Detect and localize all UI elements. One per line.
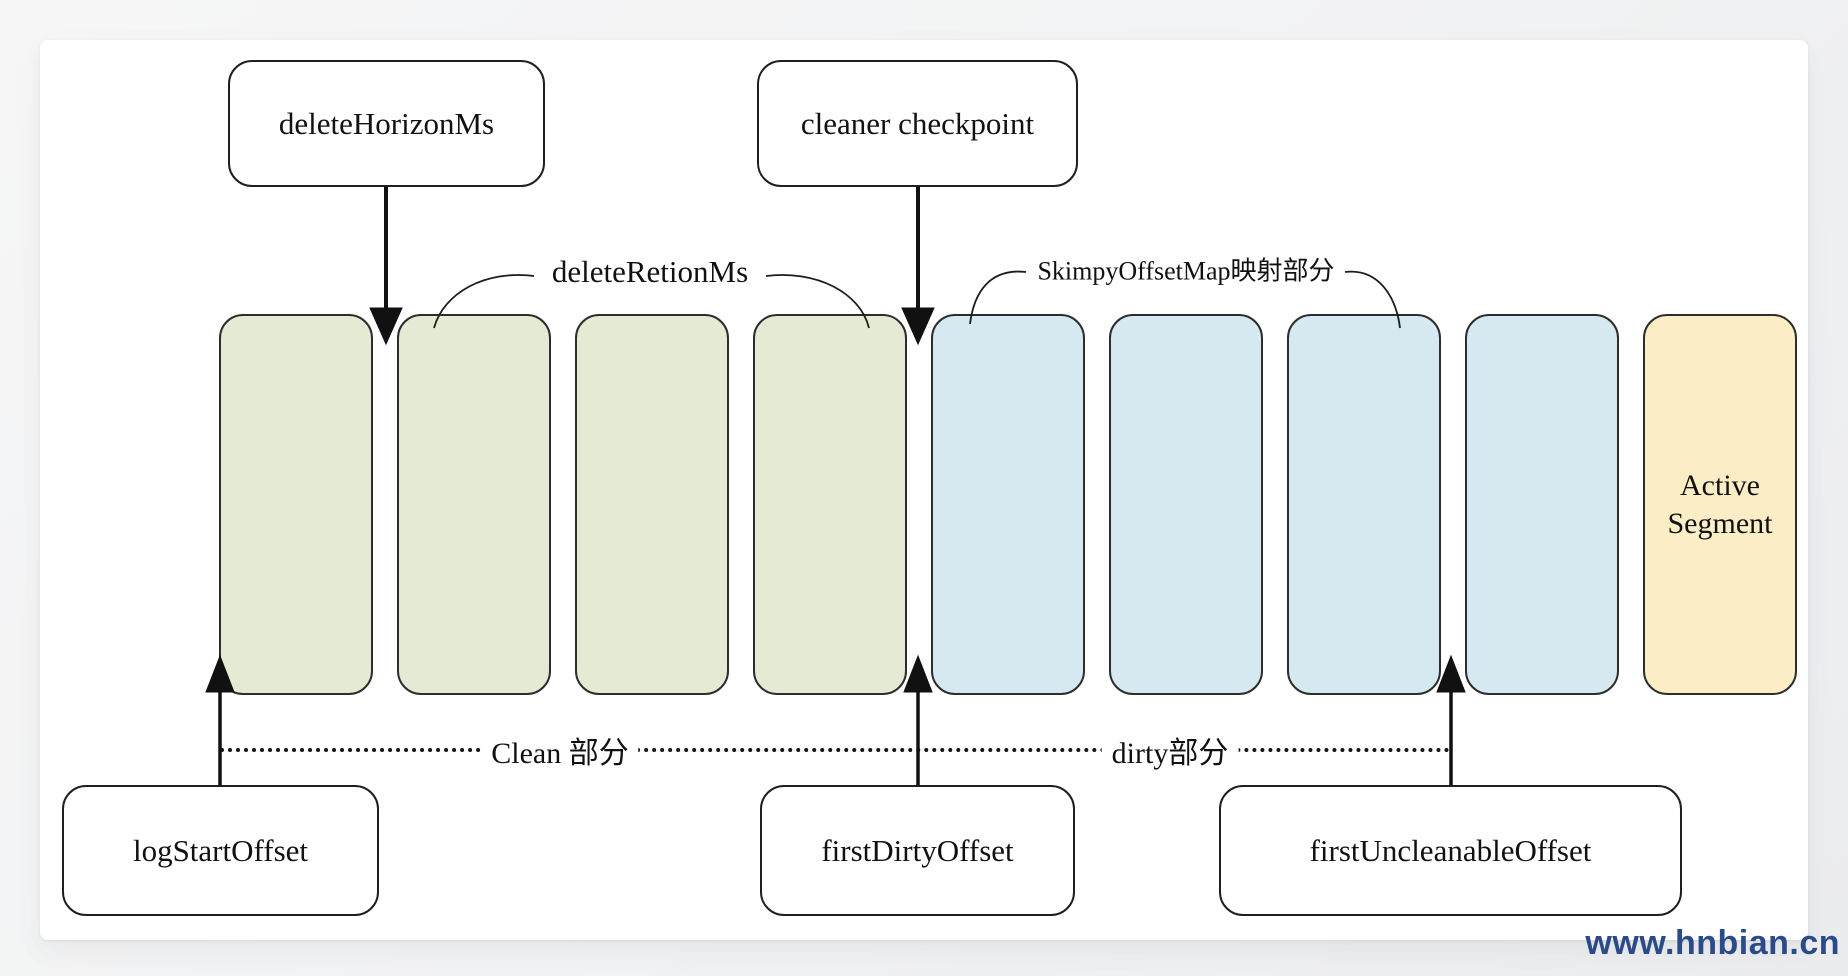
first-uncleanable-offset-box: firstUncleanableOffset — [1219, 785, 1682, 916]
first-dirty-offset-box: firstDirtyOffset — [760, 785, 1075, 916]
segments-row: Active Segment — [40, 40, 1808, 940]
segment-1-clean — [219, 314, 373, 695]
segment-5-dirty — [931, 314, 1085, 695]
segment-9-active: Active Segment — [1643, 314, 1797, 695]
segment-8-dirty — [1465, 314, 1619, 695]
clean-dirty-dotted-line — [220, 748, 1450, 752]
log-start-offset-box: logStartOffset — [62, 785, 379, 916]
cleaner-checkpoint-box: cleaner checkpoint — [757, 60, 1078, 187]
segment-2-clean — [397, 314, 551, 695]
delete-horizon-box: deleteHorizonMs — [228, 60, 545, 187]
skimpy-offsetmap-label: SkimpyOffsetMap映射部分 — [1035, 250, 1337, 288]
diagram-canvas: Active Segment Clean 部分 dirty部分 — [40, 40, 1808, 940]
segment-6-dirty — [1109, 314, 1263, 695]
segment-4-clean — [753, 314, 907, 695]
segment-7-dirty — [1287, 314, 1441, 695]
watermark-url: www.hnbian.cn — [1585, 924, 1840, 962]
segment-3-clean — [575, 314, 729, 695]
delete-retention-label: deleteRetionMs — [549, 254, 751, 290]
dirty-region-label: dirty部分 — [1101, 728, 1239, 772]
clean-region-label: Clean 部分 — [481, 728, 639, 772]
